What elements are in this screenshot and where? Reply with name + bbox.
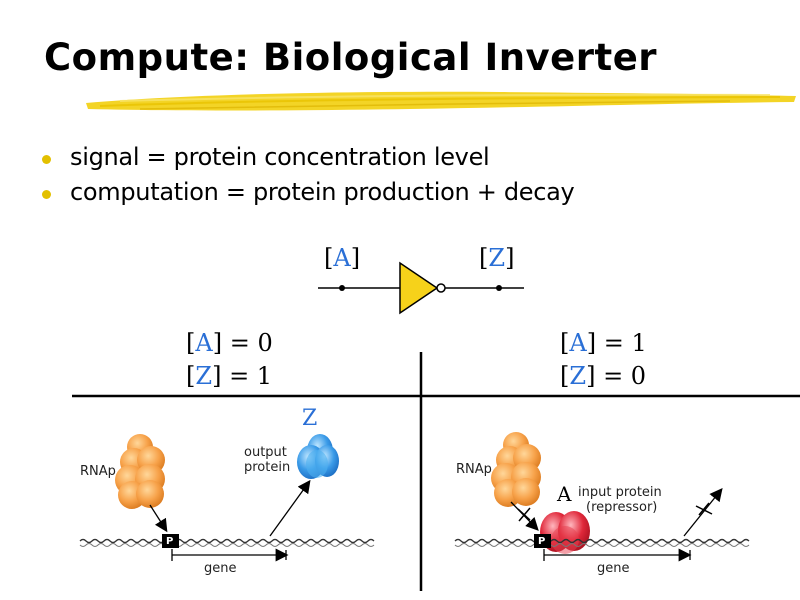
output-protein-z xyxy=(297,434,339,479)
z-symbol: Z xyxy=(302,406,318,431)
bullet-item: computation = protein production + decay xyxy=(42,175,575,210)
block-x-icon xyxy=(518,507,531,522)
gene-to-protein-arrow xyxy=(269,479,311,537)
promoter-label-right: P xyxy=(538,536,546,547)
promoter-box-left xyxy=(162,534,179,548)
rnap-label-left: RNAp xyxy=(80,464,116,479)
inverter-gate xyxy=(318,261,524,315)
left-state-a: [A] = 0 xyxy=(186,329,273,357)
block-x-icon xyxy=(698,502,710,516)
left-state-z: [Z] = 1 xyxy=(186,362,273,390)
right-state-z: [Z] = 0 xyxy=(560,362,647,390)
rnap-protein-left xyxy=(115,434,165,509)
bullet-dot-icon xyxy=(42,190,51,199)
dna-strand-right xyxy=(454,538,750,544)
gene-label-right: gene xyxy=(597,561,630,576)
input-node-dot xyxy=(339,285,345,291)
rnap-protein-right xyxy=(491,432,541,507)
promoter-label-left: P xyxy=(166,536,174,547)
rnap-to-promoter-arrow xyxy=(149,504,168,533)
rnap-label-right: RNAp xyxy=(456,462,492,477)
gene-label-left: gene xyxy=(204,561,237,576)
bullet-dot-icon xyxy=(42,155,51,164)
a-symbol: A xyxy=(557,482,572,506)
blocked-output-arrow xyxy=(683,487,723,537)
title-underline xyxy=(86,91,796,111)
slide-title: Compute: Biological Inverter xyxy=(44,36,658,79)
input-protein-label: input protein(repressor) xyxy=(578,485,662,515)
bullet-text: computation = protein production + decay xyxy=(70,178,575,206)
inverter-input-label: [A] xyxy=(324,244,361,272)
promoter-box-right xyxy=(534,534,551,548)
dna-strand-left xyxy=(79,538,375,544)
bullet-text: signal = protein concentration level xyxy=(70,143,490,171)
inverter-output-label: [Z] xyxy=(479,244,515,272)
left-panel xyxy=(79,434,375,562)
right-state-a: [A] = 1 xyxy=(560,329,647,357)
bullet-list: signal = protein concentration level com… xyxy=(42,140,575,210)
inverter-triangle xyxy=(399,261,439,315)
bullet-item: signal = protein concentration level xyxy=(42,140,574,175)
output-node-dot xyxy=(496,285,502,291)
inverter-bubble xyxy=(436,283,446,293)
right-panel xyxy=(454,432,750,562)
